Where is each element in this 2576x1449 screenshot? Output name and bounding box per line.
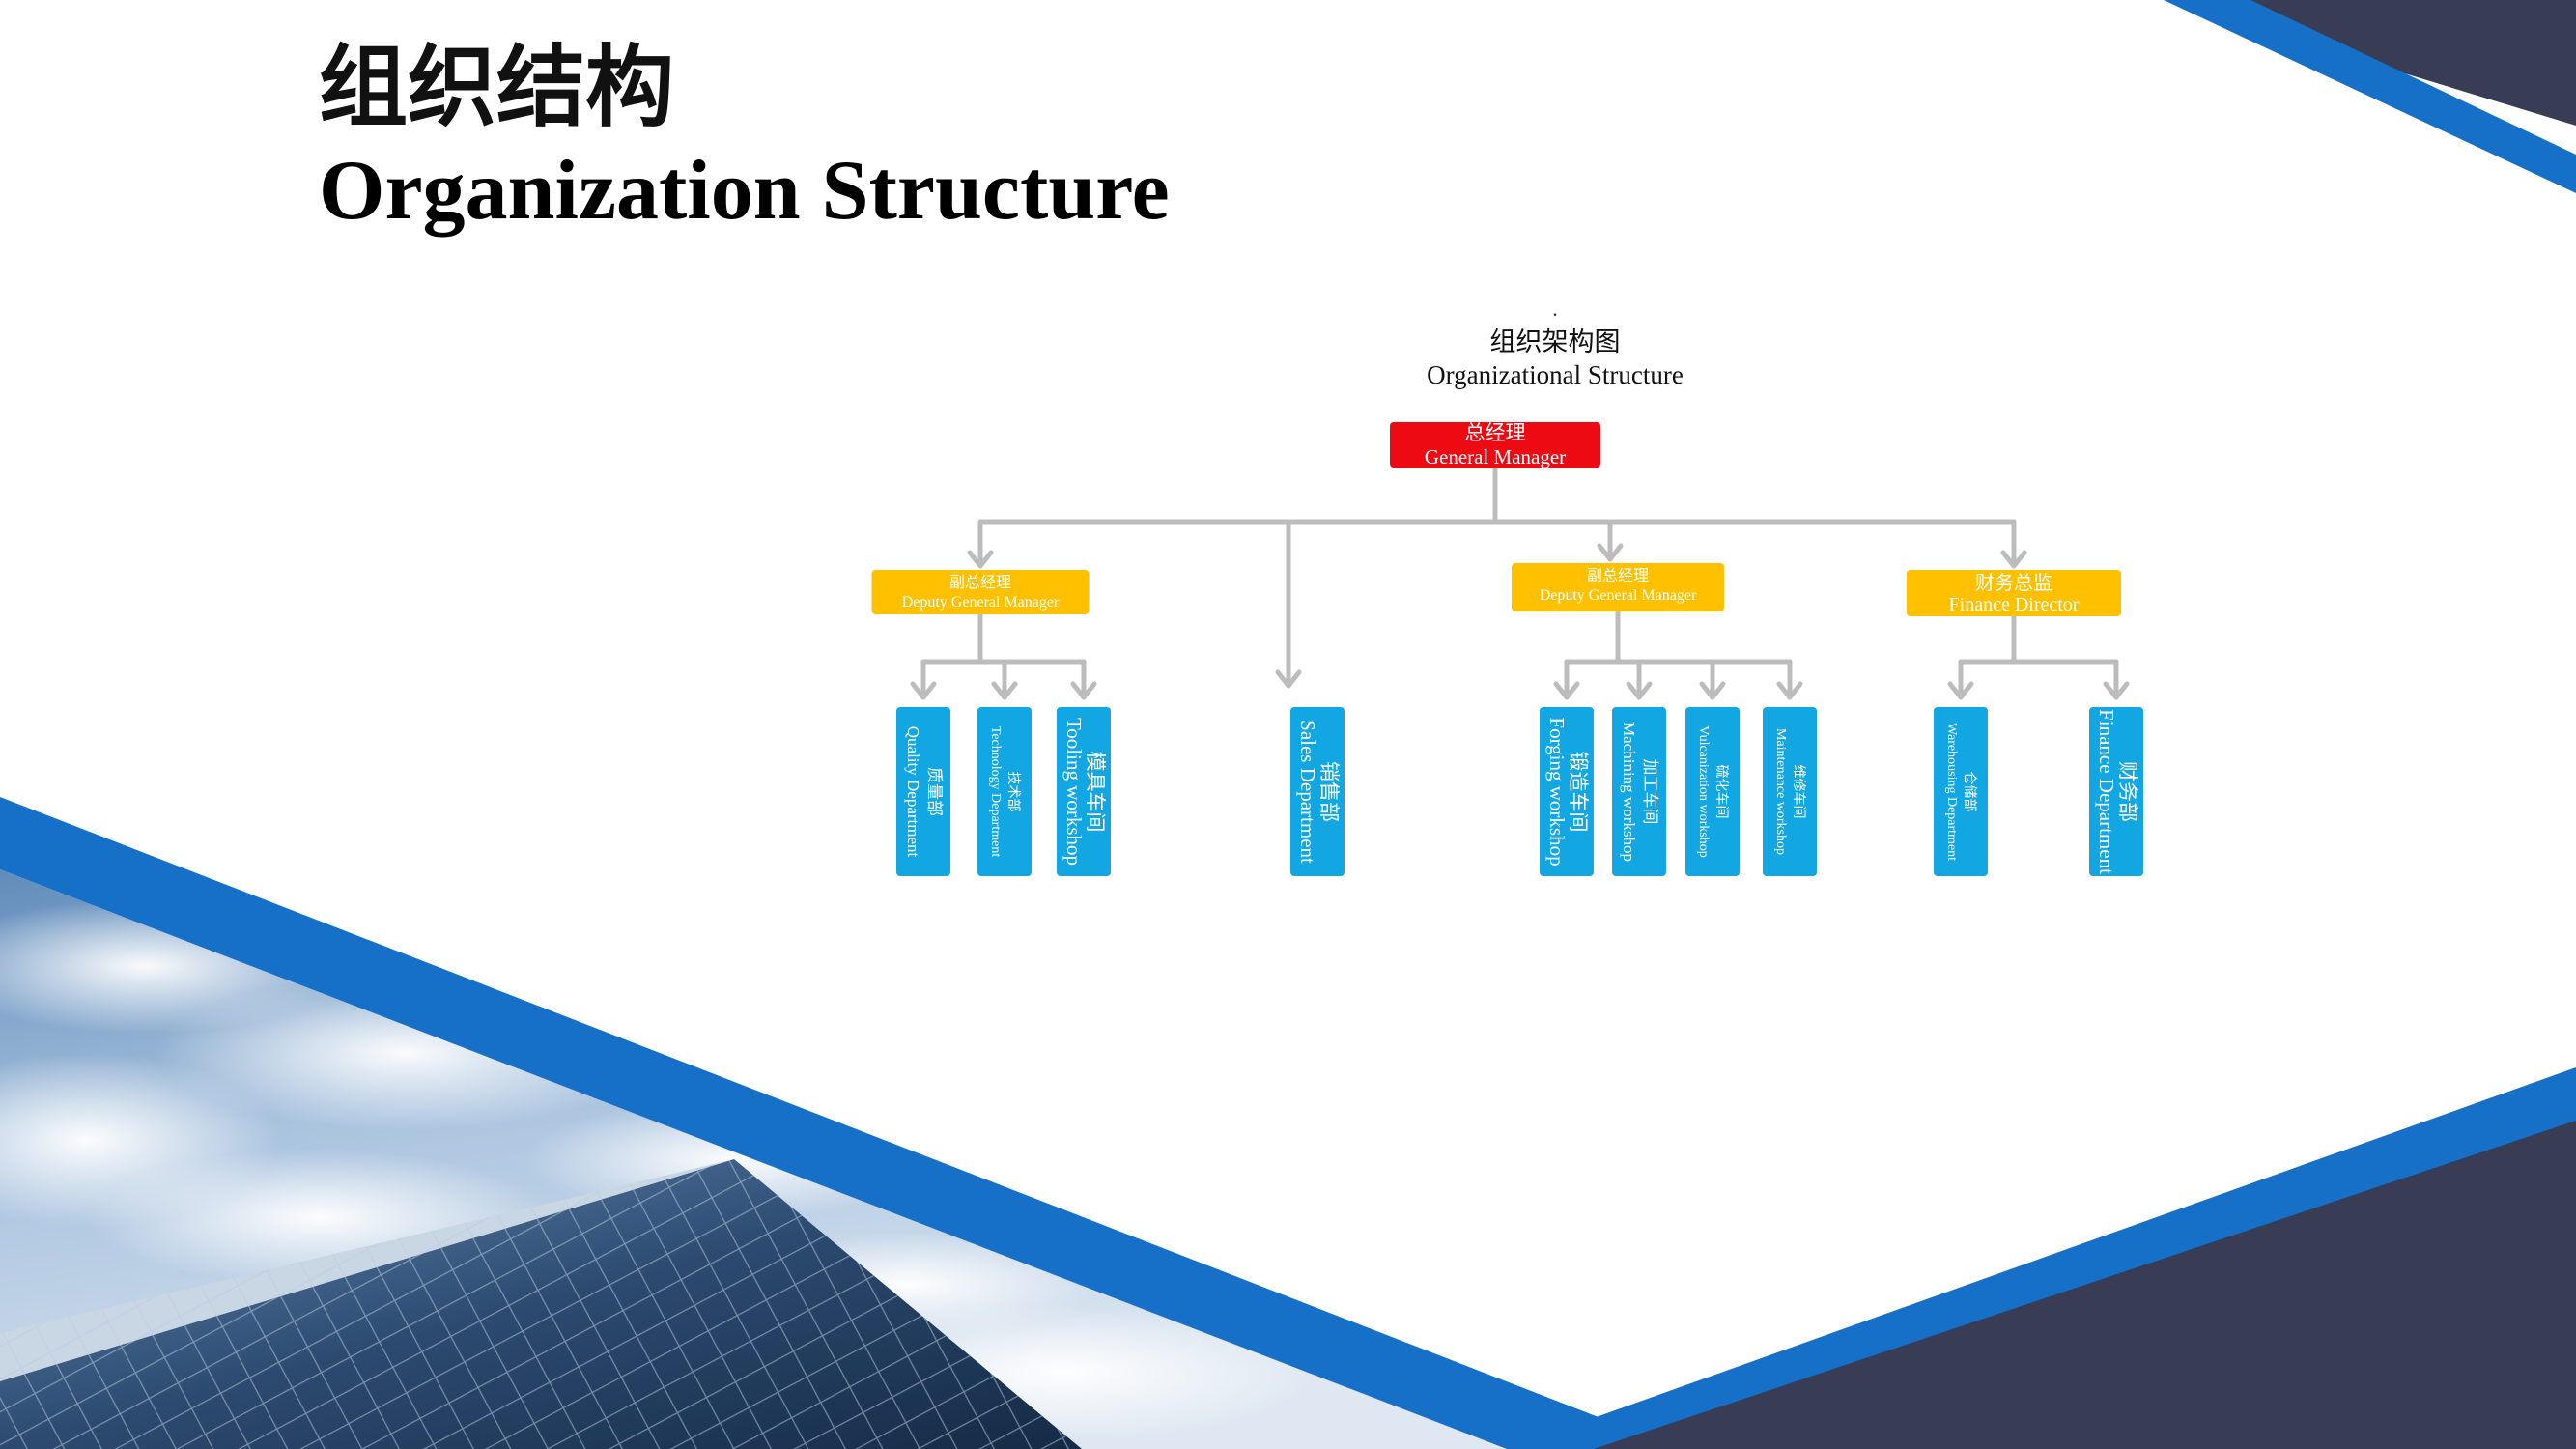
general-manager-label-zh: 总经理	[1465, 421, 1526, 444]
department-label-en: Finance Department	[2095, 709, 2118, 874]
connector-arrow	[1626, 681, 1653, 700]
manager-box	[1512, 563, 1724, 611]
connector-arrow	[2000, 550, 2027, 569]
department-label-en: Quality Department	[904, 726, 922, 858]
connector-arrow	[991, 681, 1018, 700]
manager-label-en: Deputy General Manager	[1540, 587, 1697, 604]
connector-arrow	[1597, 543, 1624, 562]
connector-arrow	[1275, 669, 1302, 689]
connector-arrow	[1947, 681, 1974, 700]
department-box	[1057, 707, 1111, 876]
department-box	[1540, 707, 1594, 876]
manager-label-en: Finance Director	[1949, 594, 2080, 615]
manager-label-zh: 财务总监	[1975, 572, 2052, 594]
department-label-zh: 模具车间	[1084, 752, 1107, 833]
general-manager-label-en: General Manager	[1425, 445, 1566, 469]
department-label-en: Forging workshop	[1545, 717, 1569, 866]
department-box	[1685, 707, 1740, 876]
department-label-en: Warehousing Department	[1944, 723, 1959, 861]
left-blue-band	[0, 797, 1681, 1449]
department-label-en: Tooling workshop	[1062, 718, 1086, 866]
department-label-zh: 锻造车间	[1567, 752, 1590, 833]
corner-blue-band	[2164, 0, 2576, 193]
department-label-zh: 质量部	[925, 767, 944, 816]
department-box	[1290, 707, 1345, 876]
department-label-en: Sales Department	[1296, 720, 1319, 864]
connector-arrow	[1553, 681, 1580, 700]
chart-title-zh: 组织架构图	[1490, 327, 1621, 356]
page-title-zh: 组织结构	[319, 36, 675, 139]
chart-dot: .	[1552, 297, 1558, 321]
manager-box	[871, 570, 1090, 614]
department-box	[896, 707, 950, 876]
connector-arrow	[1776, 681, 1803, 700]
chart-title-en: Organizational Structure	[1427, 360, 1684, 389]
department-label-en: Maintenance workshop	[1773, 728, 1788, 855]
department-label-zh: 硫化车间	[1713, 765, 1730, 819]
department-label-zh: 技术部	[1005, 772, 1021, 812]
connector-arrow	[1070, 681, 1097, 700]
manager-label-zh: 副总经理	[1587, 567, 1649, 584]
manager-label-en: Deputy General Manager	[902, 594, 1060, 611]
manager-box	[1907, 570, 2121, 616]
department-box	[977, 707, 1032, 876]
department-label-zh: 仓储部	[1962, 772, 1977, 812]
department-box	[1763, 707, 1817, 876]
connector-arrow	[967, 550, 994, 569]
department-label-zh: 销售部	[1317, 761, 1341, 822]
department-box	[2089, 707, 2143, 876]
department-label-zh: 财务部	[2116, 761, 2139, 822]
department-label-en: Vulcanization workshop	[1696, 725, 1711, 857]
page-title-en: Organization Structure	[319, 144, 1170, 238]
manager-label-zh: 副总经理	[949, 574, 1011, 591]
department-label-zh: 加工车间	[1641, 759, 1659, 825]
connector-arrow	[2103, 681, 2130, 700]
connector-arrow	[910, 681, 937, 700]
general-manager-box	[1390, 422, 1600, 468]
right-blue-band	[1507, 1067, 2576, 1449]
department-label-en: Technology Department	[988, 726, 1003, 858]
department-label-zh: 维修车间	[1791, 765, 1807, 819]
department-box	[1612, 707, 1666, 876]
connector-arrow	[1699, 681, 1726, 700]
department-box	[1934, 707, 1988, 876]
department-label-en: Machining workshop	[1620, 722, 1638, 862]
